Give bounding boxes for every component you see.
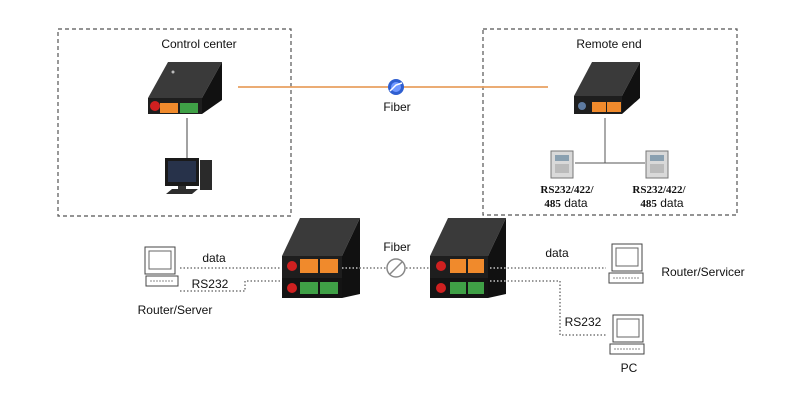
pc-terminal-icon (609, 314, 645, 355)
control-center-box (57, 28, 292, 217)
remote-meter-right-icon (645, 150, 669, 179)
fiber-bottom-label: Fiber (383, 240, 410, 254)
left-rs232-dotted-line (180, 280, 282, 292)
remote-right-data-label-line1: RS232/422/ (632, 184, 686, 196)
bottom-right-transceiver-stack-icon (430, 218, 506, 298)
pc-label: PC (621, 361, 638, 375)
desktop-computer-icon (165, 158, 212, 194)
blue-fiber-connector-icon (388, 79, 404, 95)
remote-end-box (482, 28, 738, 216)
router-server-label: Router/Server (138, 303, 213, 317)
remote-end-transceiver-icon (574, 62, 640, 114)
router-servicer-label: Router/Servicer (661, 265, 744, 279)
data-left-label: data (202, 251, 226, 265)
bottom-left-transceiver-stack-icon (282, 218, 360, 298)
right-rs232-dotted-line (490, 280, 606, 336)
remote-left-data-label-line2: 485 data (544, 196, 588, 210)
router-server-terminal-icon (144, 246, 179, 287)
router-servicer-terminal-icon (608, 243, 644, 284)
rs232-right-label: RS232 (565, 315, 602, 329)
rs232-left-label: RS232 (192, 277, 229, 291)
remote-meter-left-icon (550, 150, 574, 179)
control-center-transceiver-icon (148, 62, 222, 114)
fiber-top-label: Fiber (383, 100, 410, 114)
gray-fiber-coil-icon (386, 258, 406, 278)
data-right-label: data (545, 246, 569, 260)
remote-right-data-label-line2: 485 data (640, 196, 684, 210)
control-center-label: Control center (161, 37, 236, 51)
remote-end-label: Remote end (576, 37, 641, 51)
remote-left-data-label-line1: RS232/422/ (540, 184, 594, 196)
